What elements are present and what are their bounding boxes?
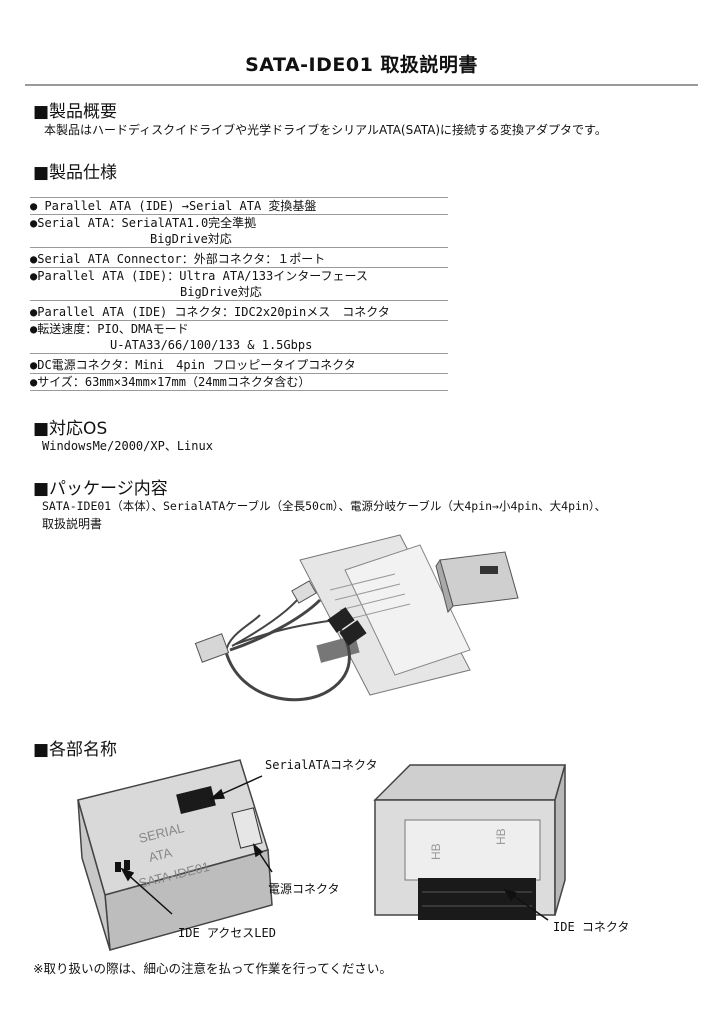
label-access-led: IDE アクセスLED xyxy=(178,926,276,940)
svg-text:HB: HB xyxy=(494,828,508,845)
spec-row: ●Parallel ATA (IDE)：Ultra ATA/133インターフェー… xyxy=(30,268,448,301)
spec-row-text: ●DC電源コネクタ：Mini 4pin フロッピータイプコネクタ xyxy=(30,358,356,372)
device-print-serial: SERIAL xyxy=(137,820,186,846)
specs-heading: ■製品仕様 xyxy=(33,163,118,183)
ide-connector-illustration xyxy=(418,878,536,920)
spec-row: ●Parallel ATA (IDE) コネクタ：IDC2x20pinメス コネ… xyxy=(30,304,448,321)
package-text-line2: 取扱説明書 xyxy=(42,517,103,531)
label-sata-connector: SerialATAコネクタ xyxy=(265,758,378,772)
spec-row-text: ●Parallel ATA (IDE) コネクタ：IDC2x20pinメス コネ… xyxy=(30,305,390,319)
spec-row: ●転送速度：PIO、DMAモード U-ATA33/66/100/133 & 1.… xyxy=(30,321,448,354)
os-text: WindowsMe/2000/XP、Linux xyxy=(42,439,213,453)
adapter-top-view: SERIAL ATA SATA-IDE01 xyxy=(77,759,273,951)
package-heading: ■パッケージ内容 xyxy=(33,479,168,499)
svg-text:HB: HB xyxy=(429,843,443,860)
handling-note: ※取り扱いの際は、細心の注意を払って作業を行ってください。 xyxy=(33,961,392,976)
spec-row: ● Parallel ATA (IDE) →Serial ATA 変換基盤 xyxy=(30,198,448,215)
spec-row-text: ●Serial ATA Connector：外部コネクタ：１ポート xyxy=(30,252,326,266)
overview-heading: ■製品概要 xyxy=(33,102,118,122)
spec-row-text: ● Parallel ATA (IDE) →Serial ATA 変換基盤 xyxy=(30,199,317,213)
device-print-model: SATA-IDE01 xyxy=(137,859,211,891)
spec-row-text: ●転送速度：PIO、DMAモード xyxy=(30,322,189,336)
access-led-illustration xyxy=(115,862,121,872)
spec-row-subtext: BigDrive対応 xyxy=(180,285,262,299)
parts-heading: ■各部名称 xyxy=(33,740,118,760)
spec-row-text: ●Parallel ATA (IDE)：Ultra ATA/133インターフェー… xyxy=(30,269,368,283)
spec-row-text: ●Serial ATA：SerialATA1.0完全準拠 xyxy=(30,216,257,230)
spec-row-subtext: BigDrive対応 xyxy=(150,232,232,246)
adapter-front-view: HB HB xyxy=(373,764,566,920)
callout-arrows-left xyxy=(120,775,273,915)
manual-booklet-illustration xyxy=(299,534,471,696)
page-title: SATA-IDE01 取扱説明書 xyxy=(245,54,478,76)
spec-row-text: ●サイズ：63mm×34mm×17mm（24mmコネクタ含む） xyxy=(30,375,311,389)
callout-arrow-right xyxy=(503,888,549,921)
overview-text: 本製品はハードディスクイドライブや光学ドライブをシリアルATA(SATA)に接続… xyxy=(44,123,607,137)
os-heading: ■対応OS xyxy=(33,419,108,439)
power-connector-illustration xyxy=(231,807,263,849)
sata-connector-illustration xyxy=(176,785,216,815)
spec-row: ●Serial ATA：SerialATA1.0完全準拠 BigDrive対応 xyxy=(30,215,448,248)
label-power-connector: 電源コネクタ xyxy=(268,882,340,896)
title-divider xyxy=(25,84,698,86)
label-ide-connector: IDE コネクタ xyxy=(553,920,630,934)
device-print-ata: ATA xyxy=(147,845,174,865)
cable-illustration xyxy=(224,589,351,702)
spec-row: ●Serial ATA Connector：外部コネクタ：１ポート xyxy=(30,251,448,268)
package-text-line1: SATA-IDE01（本体）、SerialATAケーブル（全長50cm）、電源分… xyxy=(42,499,607,513)
spec-row: ●DC電源コネクタ：Mini 4pin フロッピータイプコネクタ xyxy=(30,357,448,374)
spec-table-top-rule xyxy=(30,197,448,198)
spec-row: ●サイズ：63mm×34mm×17mm（24mmコネクタ含む） xyxy=(30,374,448,391)
spec-row-subtext: U-ATA33/66/100/133 & 1.5Gbps xyxy=(110,338,313,352)
adapter-package-illustration xyxy=(435,551,519,614)
